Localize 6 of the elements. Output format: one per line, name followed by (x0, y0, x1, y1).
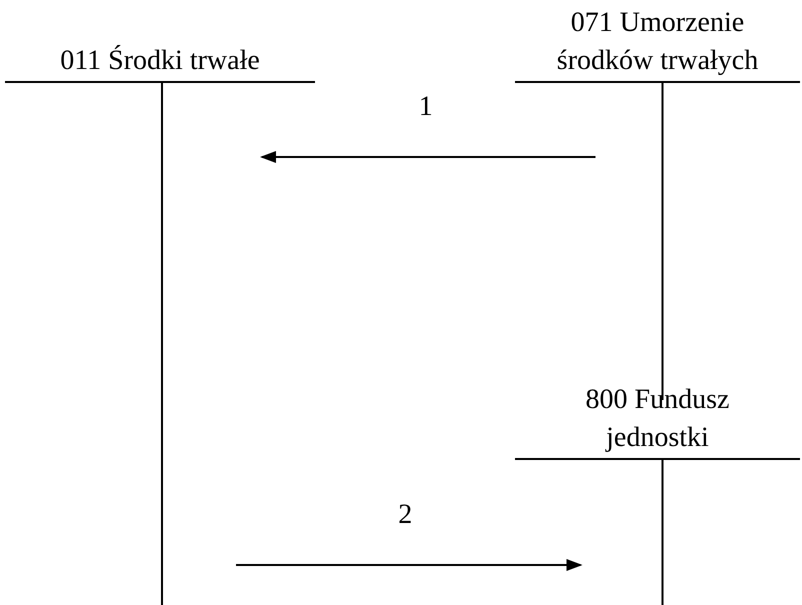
account-title: 800 Fundusz jednostki (584, 383, 730, 455)
arrow (236, 559, 582, 571)
account-title: 011 Środki trwałe (59, 44, 261, 78)
account-title: 071 Umorzenie środków trwałych (556, 6, 760, 78)
t-account (515, 390, 800, 605)
arrow (260, 151, 596, 163)
